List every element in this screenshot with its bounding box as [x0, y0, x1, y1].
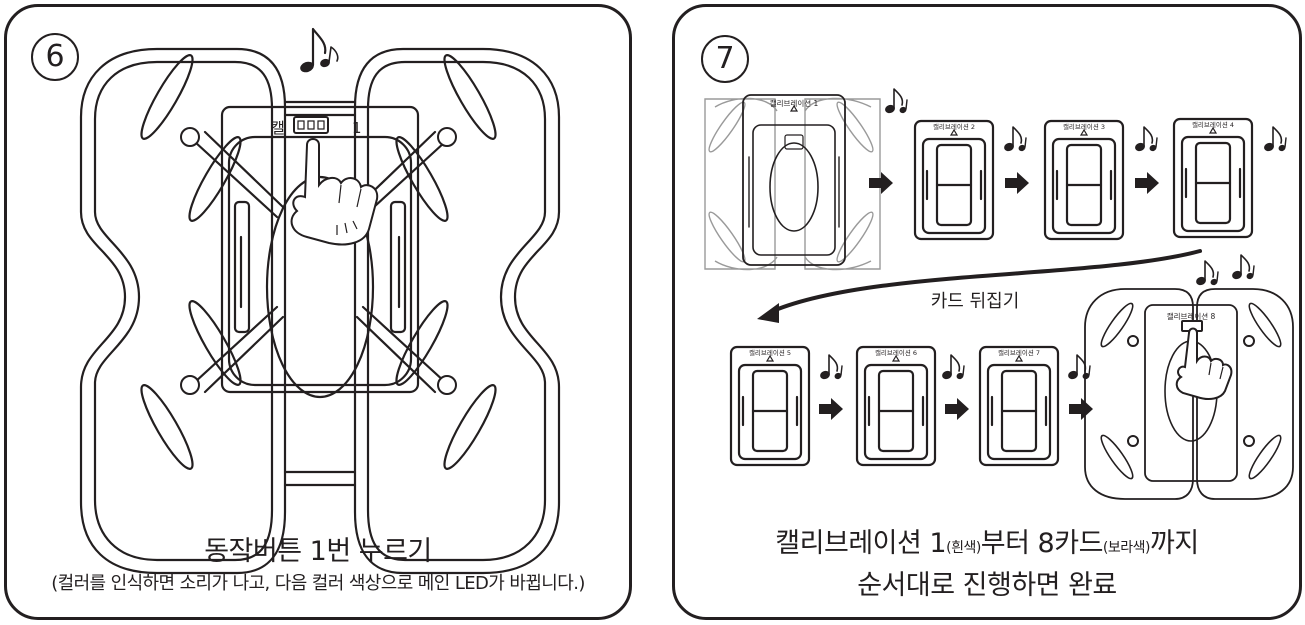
card-8-label: 캘리브레이션 8: [1167, 311, 1216, 321]
calibration-sequence-diagram: 캘리브레이션 1 캘리브레이션 2 캘리브레이션 3 캘리브레이션 4 카드 뒤…: [704, 88, 1294, 500]
pointing-hand-icon: [290, 138, 379, 246]
pointing-hand-icon: [1175, 327, 1233, 400]
card-2: [913, 119, 995, 241]
caption-part-1: 캘리브레이션 1: [775, 528, 947, 559]
arrow-right-icon: [1005, 172, 1029, 194]
card-5-label: 캘리브레이션 5: [749, 348, 791, 357]
step-7-caption-line-2: 순서대로 진행하면 완료: [857, 570, 1117, 601]
propeller-top-right: [395, 54, 497, 222]
flip-card-arrow: [757, 249, 1202, 323]
music-note-icon: [1262, 126, 1288, 154]
music-note-icon: [1194, 260, 1220, 288]
music-note-icon: [1066, 354, 1092, 382]
arrow-right-icon: [869, 172, 893, 194]
card-4-label: 캘리브레이션 4: [1192, 120, 1234, 129]
caption-purple-note: (보라색): [1102, 540, 1151, 556]
music-note-icon: [818, 354, 844, 382]
step-7-caption-line-1: 캘리브레이션 1(흰색)부터 8카드(보라색)까지: [675, 521, 1299, 560]
propeller-bottom-left: [140, 300, 242, 470]
step-6-title: 동작버튼 1번 누르기: [204, 536, 432, 567]
arrow-right-icon: [1135, 172, 1159, 194]
arrow-right-icon: [945, 398, 969, 420]
card-6-label: 캘리브레이션 6: [875, 348, 917, 357]
card-8-with-drone: [1084, 288, 1294, 500]
step-7-panel: 7: [672, 4, 1302, 620]
card-5: [729, 345, 811, 467]
music-note-icon: [1133, 126, 1159, 154]
music-note-icon: [300, 27, 339, 73]
caption-white-note: (흰색): [946, 540, 981, 556]
card-4: [1172, 117, 1254, 239]
action-button: [293, 116, 329, 134]
music-note-icon: [940, 354, 966, 382]
drone-top-view-illustration: 캘 1: [79, 27, 561, 575]
propeller-bottom-right: [395, 300, 497, 470]
arrow-right-icon: [819, 398, 843, 420]
drone-bumper-outer: [79, 47, 287, 575]
step-number-7: 7: [701, 35, 749, 83]
music-note-icon: [1230, 254, 1256, 282]
card-7: [978, 345, 1060, 467]
caption-part-3: 까지: [1150, 528, 1199, 559]
card-3-label: 캘리브레이션 3: [1063, 122, 1105, 131]
card-1-label: 캘리브레이션 1: [770, 98, 819, 108]
arrow-right-icon: [1069, 398, 1093, 420]
card-1-with-drone: [704, 94, 881, 271]
step-number-6: 6: [31, 33, 79, 81]
step-6-panel: 6 캘 1: [4, 4, 632, 620]
flip-card-label: 카드 뒤집기: [931, 291, 1020, 312]
step-6-note: (컬러를 인식하면 소리가 나고, 다음 컬러 색상으로 메인 LED가 바뀝니…: [51, 573, 585, 594]
music-note-icon: [1002, 126, 1028, 154]
caption-part-2: 부터 8카드: [980, 528, 1104, 559]
music-note-icon: [883, 88, 909, 116]
card-3: [1043, 119, 1125, 241]
card-6: [855, 345, 937, 467]
card-label-left: 캘: [271, 119, 285, 137]
card-label-right: 1: [352, 119, 362, 137]
card-7-label: 캘리브레이션 7: [998, 348, 1040, 357]
propeller-top-left: [140, 54, 242, 222]
card-2-label: 캘리브레이션 2: [933, 122, 975, 131]
